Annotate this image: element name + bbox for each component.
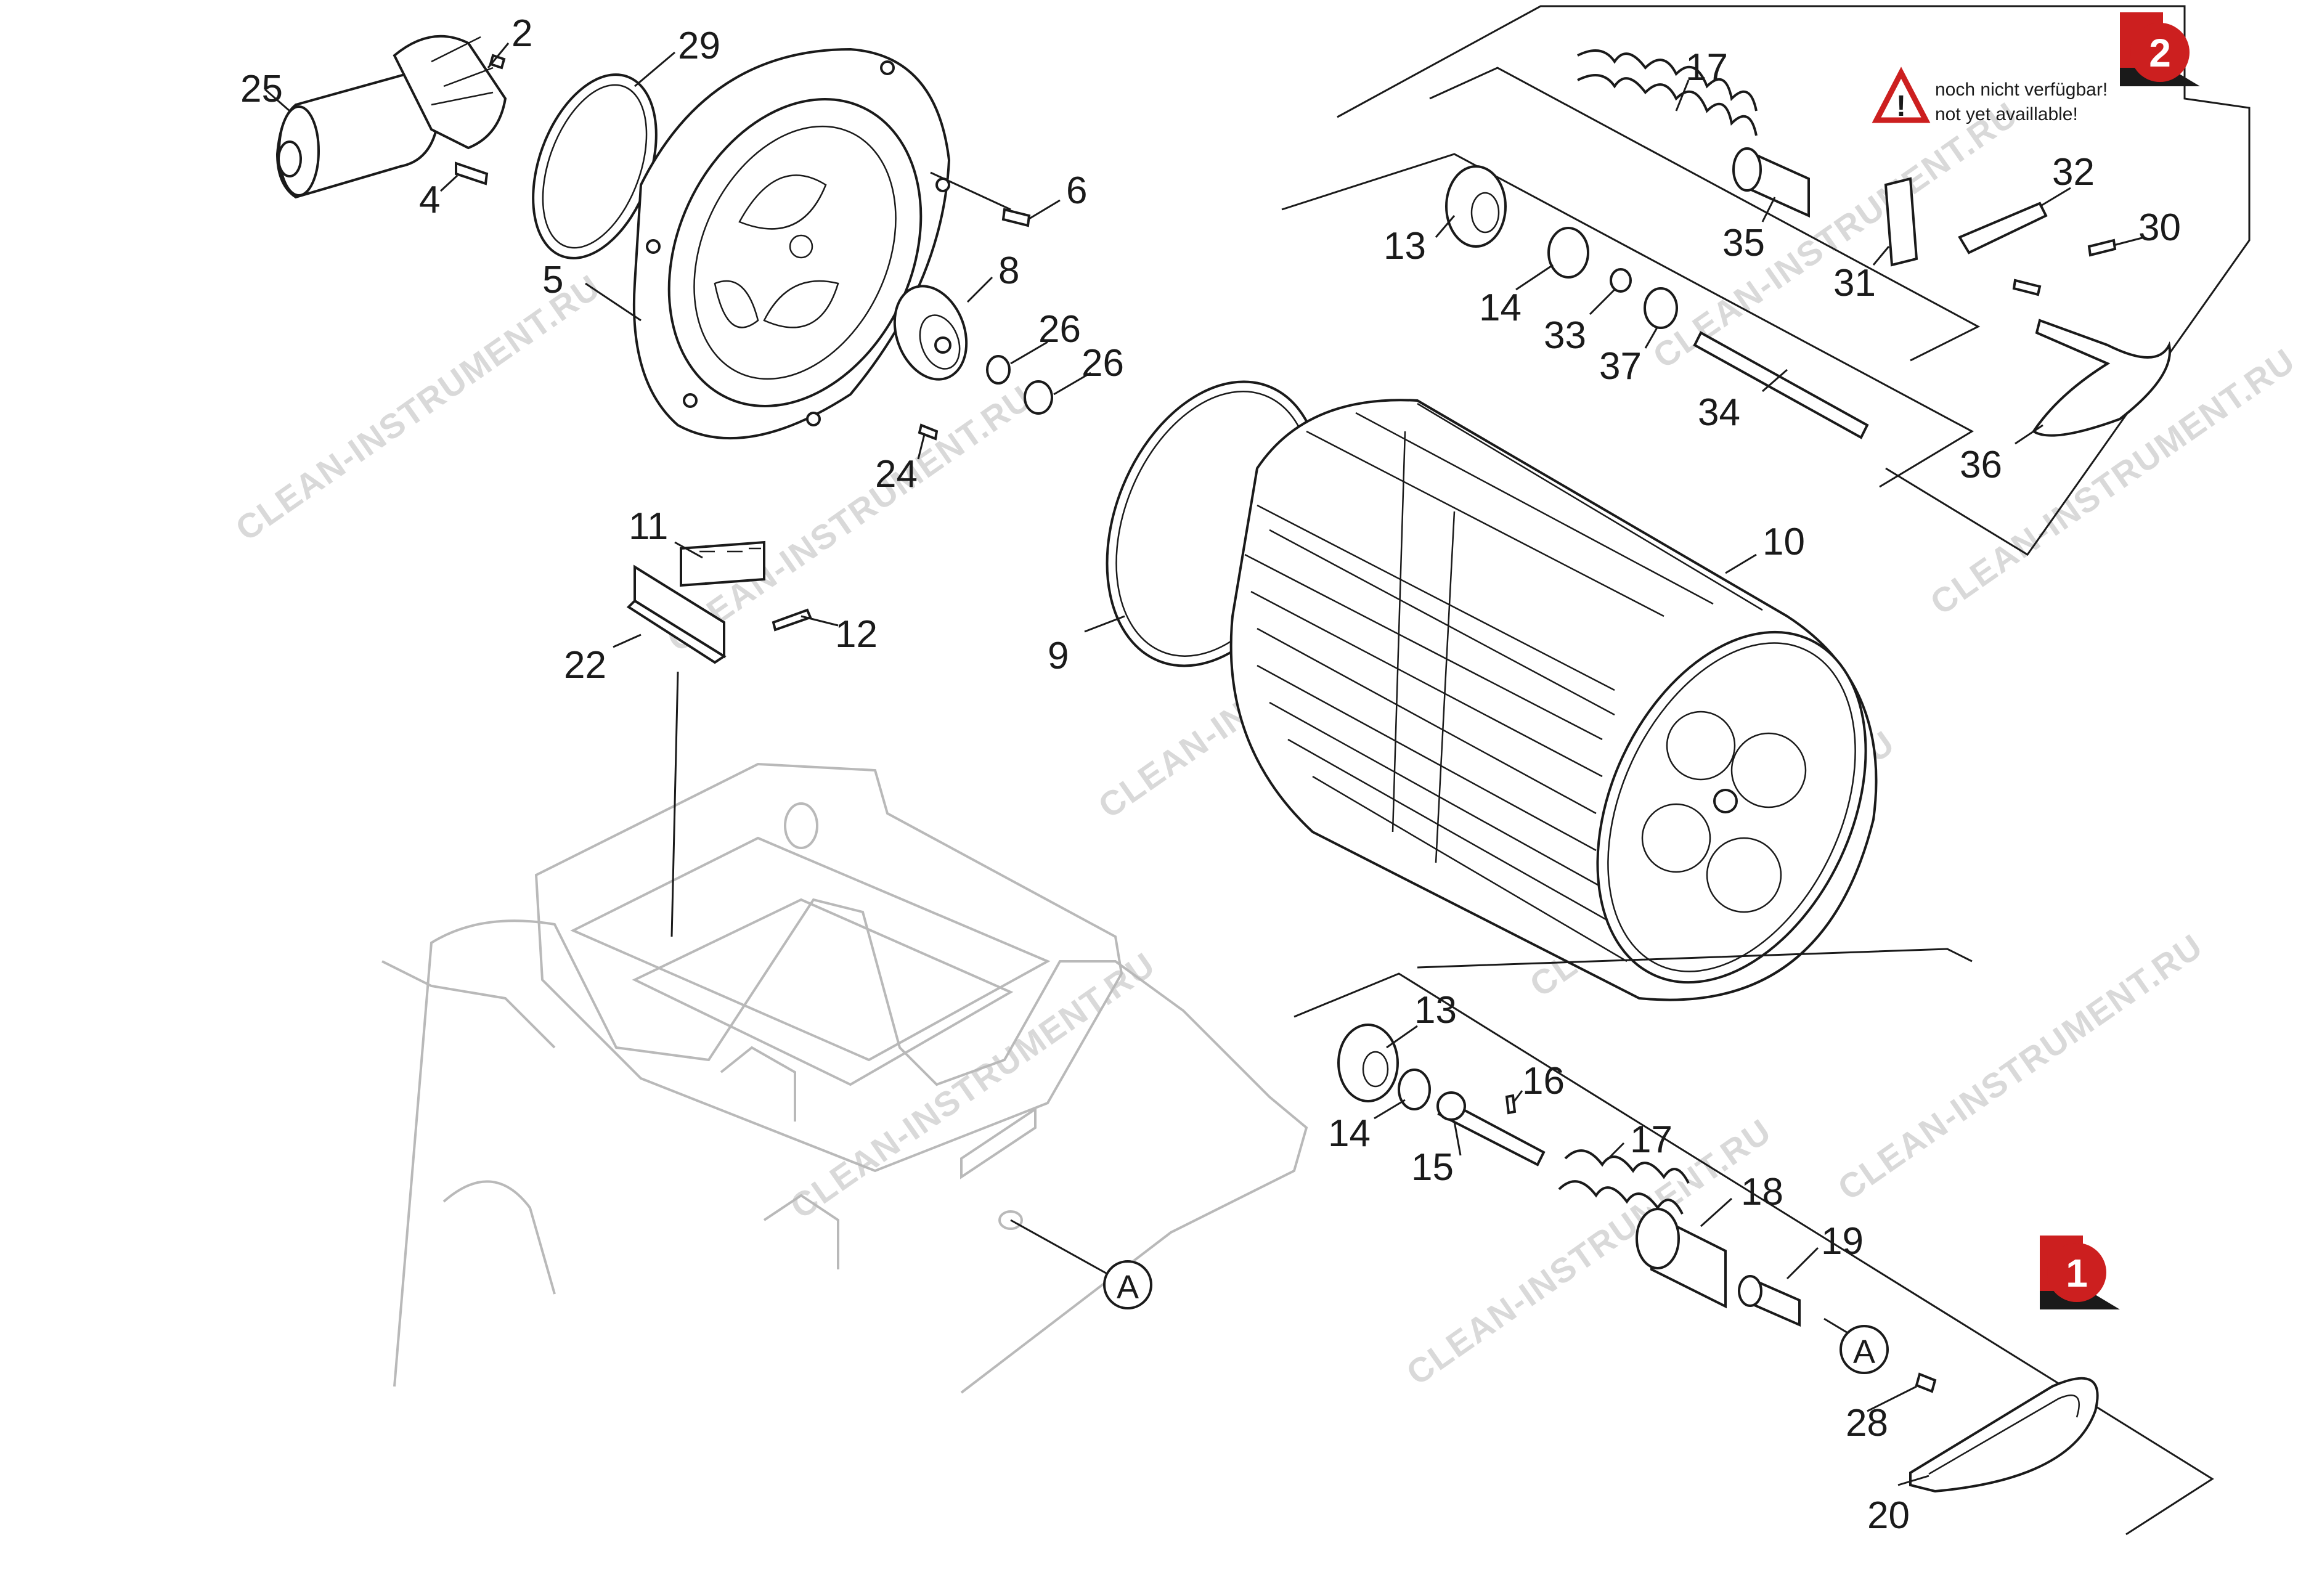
leader-lines <box>264 43 2145 1486</box>
warning-line-2: not yet availlable! <box>1935 104 2078 124</box>
spring <box>1577 49 1758 112</box>
callout-label: 15 <box>1411 1146 1454 1189</box>
pin <box>918 423 939 441</box>
callout-label: 8 <box>998 250 1019 292</box>
spring <box>1564 1149 1690 1184</box>
spring <box>1558 1180 1684 1215</box>
callout-label: 32 <box>2052 151 2095 193</box>
lever-plate <box>1958 202 2048 254</box>
connector-marker-a: A <box>1103 1260 1152 1309</box>
flange-plate <box>632 47 951 440</box>
callout-label: 35 <box>1722 222 1765 264</box>
connector-marker-label: A <box>1117 1269 1139 1306</box>
mounting-bracket <box>626 540 812 664</box>
callout-label: 11 <box>629 505 668 548</box>
coupling-hub <box>893 285 968 381</box>
callout-label: 17 <box>1685 46 1728 89</box>
variant-1-parts <box>1337 1024 2099 1493</box>
callout-label: 24 <box>875 453 918 495</box>
screw <box>455 161 489 185</box>
washer <box>1644 287 1678 329</box>
callout-label: 34 <box>1698 391 1740 434</box>
o-ring-inner <box>542 84 648 249</box>
callout-label: 17 <box>1630 1118 1672 1161</box>
pull-handle <box>2032 319 2171 437</box>
callout-label: 20 <box>1867 1494 1910 1537</box>
callout-label: 5 <box>542 259 563 301</box>
connector-marker-a: A <box>1840 1325 1889 1374</box>
spring <box>1577 74 1758 136</box>
screw <box>1001 208 1031 227</box>
variant-2-parts <box>1445 49 2171 439</box>
callout-label: 13 <box>1383 225 1426 267</box>
callout-labels: 2 29 25 4 6 5 8 26 26 24 11 12 22 17 13 … <box>240 12 2181 1537</box>
callout-label: 9 <box>1048 635 1069 677</box>
pull-handle <box>1909 1377 2099 1493</box>
screw <box>2087 238 2117 257</box>
callout-label: 29 <box>678 25 720 67</box>
warning-line-1: noch nicht verfügbar! <box>1935 79 2108 100</box>
variant-badge-number: 1 <box>2066 1251 2088 1295</box>
housing-ghost <box>381 762 1308 1394</box>
variant-badge-number: 2 <box>2149 31 2171 75</box>
washer <box>1547 227 1589 279</box>
bearing <box>1337 1024 1399 1102</box>
callout-label: 28 <box>1846 1402 1888 1444</box>
seal-ring <box>986 355 1011 385</box>
callout-label: 6 <box>1066 169 1087 212</box>
callout-label: 31 <box>1833 262 1876 304</box>
callout-label: 12 <box>835 613 878 656</box>
callout-label: 10 <box>1762 521 1805 563</box>
brush-roller <box>1229 399 1878 1001</box>
callout-label: 26 <box>1038 308 1081 351</box>
variant-1-frame <box>1294 948 2214 1536</box>
sleeve-end <box>1636 1208 1680 1269</box>
callout-label: 16 <box>1522 1060 1565 1102</box>
clip <box>1610 268 1632 293</box>
callout-label: 4 <box>419 179 440 221</box>
callout-label: 26 <box>1082 342 1124 385</box>
callout-label: 14 <box>1479 287 1522 329</box>
variant-badge-1: 1 <box>2040 1236 2120 1309</box>
callout-label: 36 <box>1960 444 2002 486</box>
drive-motor <box>275 35 507 199</box>
callout-label: 33 <box>1544 314 1586 357</box>
callout-label: 37 <box>1599 345 1642 388</box>
screw <box>1915 1372 1937 1393</box>
connector-marker-label: A <box>1853 1333 1875 1370</box>
callout-label: 18 <box>1741 1171 1783 1213</box>
bristle-lines <box>1244 402 1763 963</box>
pin <box>489 54 506 70</box>
callout-label: 25 <box>240 68 283 110</box>
callout-label: 2 <box>511 12 532 55</box>
watermark: CLEAN-INSTRUMENT.RU <box>783 945 1162 1226</box>
bushing-end <box>1738 1275 1762 1307</box>
washer <box>1398 1069 1431 1110</box>
callout-label: 19 <box>1821 1220 1864 1263</box>
warning-note: ! noch nicht verfügbar! not yet availlab… <box>1872 67 2108 124</box>
watermark: CLEAN-INSTRUMENT.RU <box>1831 926 2210 1208</box>
seal-ring <box>1024 380 1053 415</box>
callout-label: 13 <box>1414 989 1457 1032</box>
bearing <box>1445 165 1507 248</box>
callout-label: 22 <box>564 644 606 686</box>
watermark: CLEAN-INSTRUMENT.RU <box>229 267 608 548</box>
screw <box>2012 279 2042 296</box>
fork-bracket <box>1884 177 1918 267</box>
variant-badge-2: 2 <box>2120 12 2200 86</box>
shaft <box>1693 331 1869 439</box>
variant-2-frame <box>1281 5 2251 556</box>
pin <box>1505 1094 1517 1115</box>
warning-icon <box>1872 67 1931 123</box>
sleeve-end <box>1732 147 1762 192</box>
svg-text:!: ! <box>1896 90 1906 123</box>
callout-label: 14 <box>1328 1112 1371 1155</box>
callout-label: 30 <box>2138 206 2181 249</box>
screw <box>772 608 812 632</box>
